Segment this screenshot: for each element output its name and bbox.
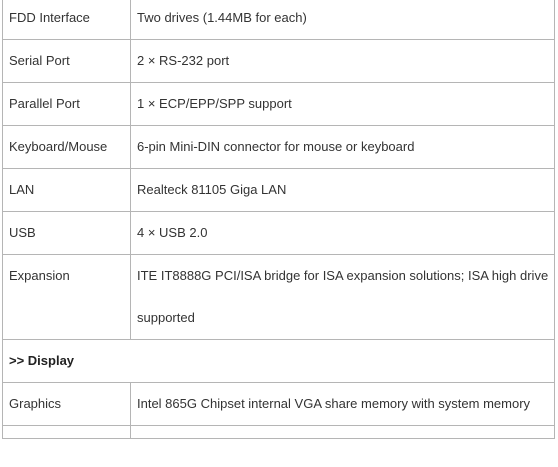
row-label-empty	[2, 425, 131, 439]
row-label: Keyboard/Mouse	[2, 125, 131, 169]
table-row: Keyboard/Mouse 6-pin Mini-DIN connector …	[2, 125, 555, 169]
table-row-partial	[2, 425, 555, 439]
row-label: Graphics	[2, 382, 131, 426]
row-label: LAN	[2, 168, 131, 212]
section-title: >> Display	[2, 339, 555, 383]
row-value: Realteck 81105 Giga LAN	[130, 168, 555, 212]
row-label: USB	[2, 211, 131, 255]
row-label: Expansion	[2, 254, 131, 340]
section-header-row: >> Display	[2, 339, 555, 383]
table-row: FDD Interface Two drives (1.44MB for eac…	[2, 0, 555, 40]
row-value: Intel 865G Chipset internal VGA share me…	[130, 382, 555, 426]
table-row: Expansion ITE IT8888G PCI/ISA bridge for…	[2, 254, 555, 340]
row-value: 1 × ECP/EPP/SPP support	[130, 82, 555, 126]
row-value: 4 × USB 2.0	[130, 211, 555, 255]
table-row: Parallel Port 1 × ECP/EPP/SPP support	[2, 82, 555, 126]
row-value: Two drives (1.44MB for each)	[130, 0, 555, 40]
table-row: LAN Realteck 81105 Giga LAN	[2, 168, 555, 212]
row-label: Serial Port	[2, 39, 131, 83]
row-value: ITE IT8888G PCI/ISA bridge for ISA expan…	[130, 254, 555, 340]
row-value: 2 × RS-232 port	[130, 39, 555, 83]
table-row: Serial Port 2 × RS-232 port	[2, 39, 555, 83]
spec-table: FDD Interface Two drives (1.44MB for eac…	[2, 0, 555, 439]
row-label: FDD Interface	[2, 0, 131, 40]
row-label: Parallel Port	[2, 82, 131, 126]
table-row: Graphics Intel 865G Chipset internal VGA…	[2, 382, 555, 426]
table-row: USB 4 × USB 2.0	[2, 211, 555, 255]
row-value-empty	[130, 425, 555, 439]
row-value: 6-pin Mini-DIN connector for mouse or ke…	[130, 125, 555, 169]
